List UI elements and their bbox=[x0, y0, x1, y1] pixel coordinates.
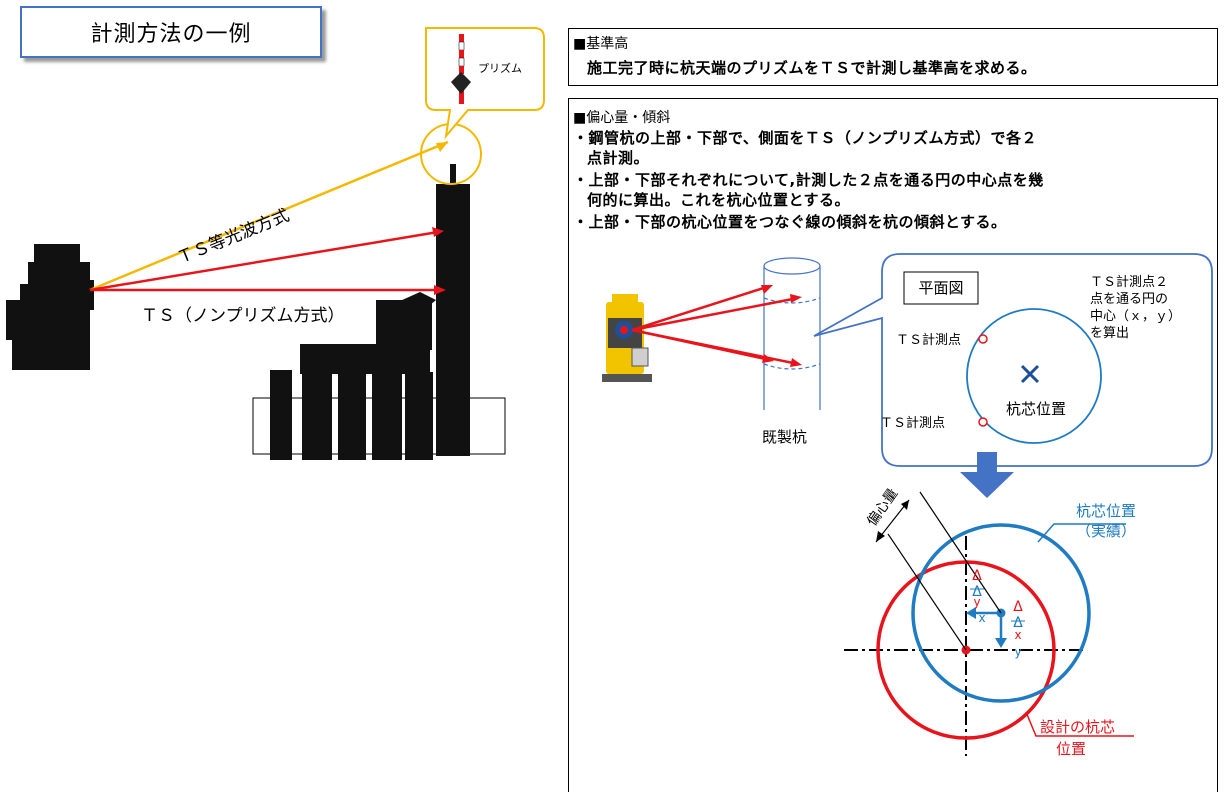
delta-label-1: Δ bbox=[972, 568, 982, 584]
result-diagram: 偏心量 Δ Δ y x Δ Δ x y 杭芯位置 （実績） 設計の杭芯 位置 bbox=[844, 486, 1136, 758]
pile-driver-silhouette bbox=[252, 164, 506, 460]
prism-callout-bubble bbox=[425, 27, 545, 140]
eccentricity-bullet-3: ・上部・下部の杭心位置をつなぐ線の傾斜を杭の傾斜とする。 bbox=[573, 213, 1007, 231]
measure-point-top-marker bbox=[978, 334, 988, 344]
design-circle bbox=[876, 560, 1056, 740]
precast-pile-label: 既製杭 bbox=[762, 428, 807, 446]
design-position-label: 設計の杭芯 bbox=[1040, 718, 1115, 736]
page-title-text: 計測方法の一例 bbox=[90, 22, 252, 47]
center-position-label: 杭芯位置 bbox=[1006, 400, 1066, 418]
reference-height-heading: ■基準高 bbox=[573, 36, 629, 52]
eccentricity-label: 偏心量 bbox=[864, 486, 901, 530]
eccentricity-bullet-1-cont: 点計測。 bbox=[587, 149, 650, 167]
eccentricity-bullet-2-cont: 何的に算出。これを杭心位置とする。 bbox=[587, 191, 851, 209]
delta-label-5: Δ bbox=[1013, 599, 1023, 615]
measurement-rays bbox=[631, 284, 799, 366]
down-arrow-icon bbox=[960, 452, 1014, 498]
actual-circle bbox=[911, 523, 1091, 703]
measure-point-top-label: ＴＳ計測点 bbox=[896, 332, 961, 348]
delta-label-7: x bbox=[1014, 628, 1021, 642]
plan-view-note-1: ＴＳ計測点２ bbox=[1090, 274, 1168, 290]
non-prism-method-label: ＴＳ（ノンプリズム方式） bbox=[141, 306, 345, 326]
reference-height-body: 施工完了時に杭天端のプリズムをＴＳで計測し基準高を求める。 bbox=[587, 59, 1037, 77]
eccentricity-section: ■偏心量・傾斜 ・鋼管杭の上部・下部で、側面をＴＳ（ノンプリズム方式）で各２ 点… bbox=[568, 98, 1218, 792]
total-station-silhouette bbox=[6, 244, 94, 370]
left-measurement-diagram: プリズム ＴＳ等光波方式 ＴＳ（ノンプリズム方式） bbox=[6, 27, 545, 460]
plan-view-note-3: 中心（ｘ，ｙ） bbox=[1090, 309, 1181, 324]
delta-x-arrow-icon bbox=[966, 607, 976, 619]
actual-position-label: 杭芯位置 bbox=[1076, 502, 1136, 520]
eccentricity-heading: ■偏心量・傾斜 bbox=[573, 110, 671, 126]
plan-view-pile-circle bbox=[966, 308, 1102, 444]
plan-view-note-4: を算出 bbox=[1090, 326, 1129, 341]
delta-y-arrow-icon bbox=[995, 638, 1007, 648]
delta-label-8: y bbox=[1014, 645, 1021, 659]
page-title: 計測方法の一例 bbox=[20, 6, 322, 58]
non-prism-ray-upper bbox=[89, 230, 439, 292]
eccentricity-diagram: 既製杭 平面図 ＴＳ計測点２ 点を通る円の 中心（ｘ，ｙ） を算出 ＴＳ計測点 … bbox=[602, 253, 1213, 758]
reference-height-section: ■基準高 施工完了時に杭天端のプリズムをＴＳで計測し基準高を求める。 bbox=[568, 28, 1218, 86]
precast-pile-illustration bbox=[763, 257, 821, 410]
measure-point-bottom-marker bbox=[978, 417, 988, 427]
measure-point-bottom-label: ＴＳ計測点 bbox=[880, 415, 945, 431]
delta-label-4: x bbox=[978, 611, 985, 625]
eccentricity-bullet-1: ・鋼管杭の上部・下部で、側面をＴＳ（ノンプリズム方式）で各２ bbox=[573, 129, 1037, 147]
actual-position-label-2: （実績） bbox=[1076, 522, 1136, 540]
center-cross-icon bbox=[1020, 364, 1040, 384]
plan-view-title: 平面図 bbox=[918, 279, 963, 297]
total-station-icon bbox=[602, 294, 652, 382]
prism-pole-icon bbox=[451, 34, 471, 104]
prism-label: プリズム bbox=[478, 61, 522, 75]
delta-label-2: Δ bbox=[972, 584, 982, 600]
delta-label-3: y bbox=[973, 595, 980, 609]
light-wave-ray bbox=[89, 140, 449, 292]
plan-view-note-2: 点を通る円の bbox=[1090, 292, 1168, 307]
plan-view-bubble bbox=[813, 253, 1213, 467]
delta-label-6: Δ bbox=[1013, 615, 1023, 631]
eccentricity-bullet-2: ・上部・下部それぞれについて,計測した２点を通る円の中心点を幾 bbox=[573, 171, 1044, 189]
design-position-label-2: 位置 bbox=[1056, 740, 1086, 758]
plan-view-title-box bbox=[903, 271, 979, 305]
